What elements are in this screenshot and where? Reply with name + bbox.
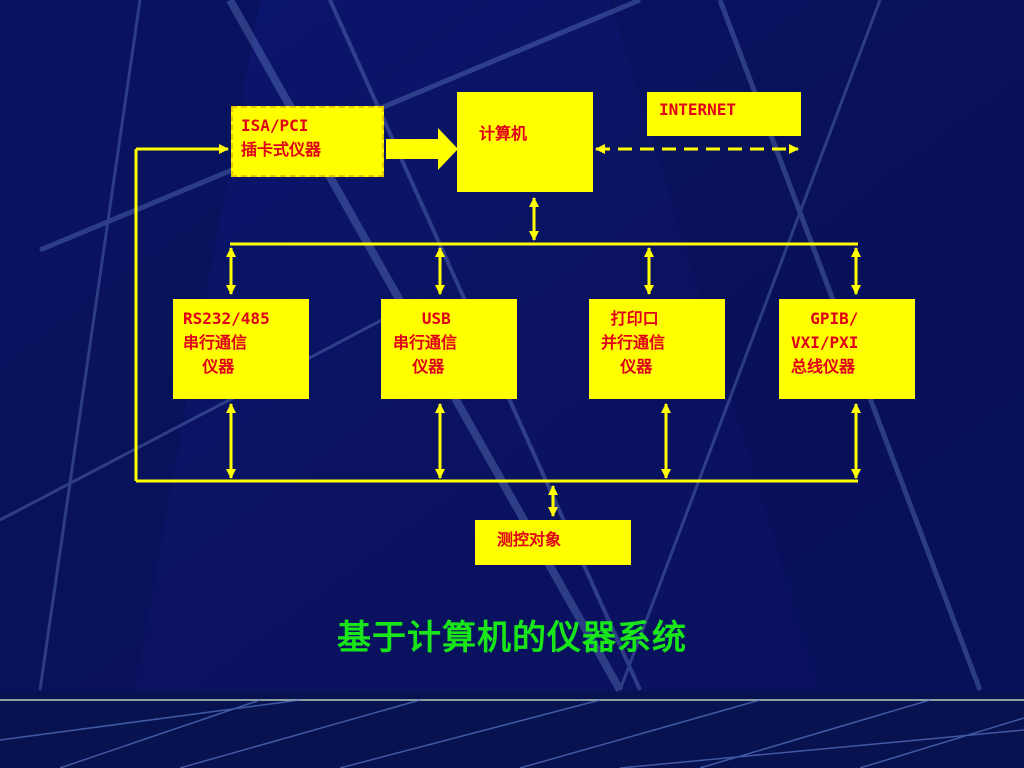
gpib-line-3: 总线仪器	[791, 357, 856, 376]
isa-pci-label: ISA/PCI	[241, 116, 309, 135]
internet-box: INTERNET	[647, 92, 801, 136]
printer-line-1: 打印口	[601, 309, 659, 328]
usb-line-3: 仪器	[393, 357, 445, 376]
internet-label: INTERNET	[659, 100, 737, 119]
test-target-box: 测控对象	[475, 520, 631, 565]
usb-line-1: USB	[393, 309, 451, 328]
printer-line-3: 仪器	[601, 357, 653, 376]
usb-line-2: 串行通信	[393, 333, 458, 352]
gpib-line-1: GPIB/	[791, 309, 859, 328]
isa-pci-instrument-box: ISA/PCI 插卡式仪器	[231, 106, 384, 177]
gpib-instrument-box: GPIB/ VXI/PXI 总线仪器	[779, 299, 915, 399]
test-target-label: 测控对象	[497, 530, 562, 549]
printer-port-instrument-box: 打印口 并行通信 仪器	[589, 299, 725, 399]
printer-line-2: 并行通信	[601, 333, 666, 352]
gpib-line-2: VXI/PXI	[791, 333, 859, 352]
computer-box: 计算机	[457, 92, 593, 192]
isa-pci-sublabel: 插卡式仪器	[241, 140, 322, 159]
computer-label: 计算机	[479, 124, 528, 143]
slide-title: 基于计算机的仪器系统	[337, 618, 687, 658]
rs232-line-2: 串行通信	[183, 333, 248, 352]
rs232-line-3: 仪器	[183, 357, 235, 376]
rs232-line-1: RS232/485	[183, 309, 270, 328]
usb-instrument-box: USB 串行通信 仪器	[381, 299, 517, 399]
rs232-instrument-box: RS232/485 串行通信 仪器	[173, 299, 309, 399]
